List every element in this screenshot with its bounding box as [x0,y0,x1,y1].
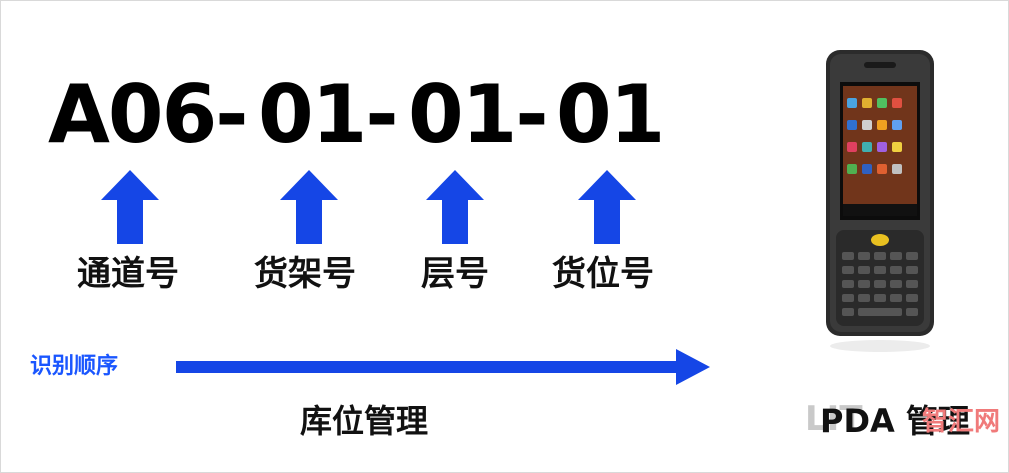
label-slot: 货位号 [552,254,654,294]
order-label: 识别顺序 [30,354,119,379]
watermark-red: 智汇网 [922,407,1001,437]
location-management-label: 库位管理 [300,402,429,440]
code-aisle: A06- [48,68,248,161]
label-layer: 层号 [421,254,489,294]
code-layer: 01- [408,68,549,161]
label-aisle: 通道号 [77,254,179,294]
up-arrow-icon [280,170,338,244]
code-shelf: 01- [258,68,399,161]
pda-device-image [826,50,934,352]
up-arrow-icon [578,170,636,244]
pda-management-label: PDA 管理 [820,402,970,440]
up-arrow-icon [426,170,484,244]
code-slot: 01 [556,68,665,161]
label-shelf: 货架号 [254,254,356,294]
up-arrow-icon [101,170,159,244]
right-arrow-icon [176,349,710,385]
watermark-gray: LIT [805,399,863,439]
